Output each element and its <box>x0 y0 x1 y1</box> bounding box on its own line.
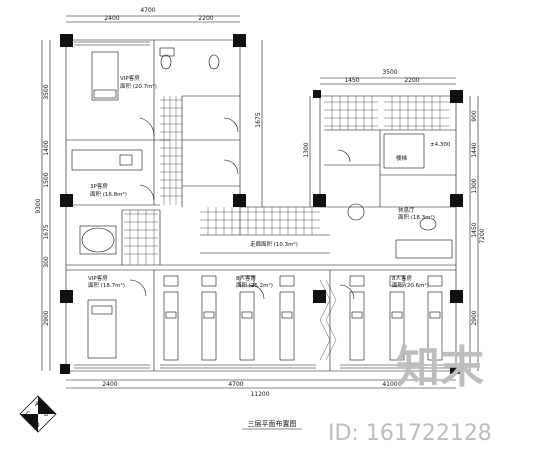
bed <box>389 291 405 361</box>
bed <box>87 299 117 359</box>
column <box>313 90 321 98</box>
tile-pattern <box>124 96 450 361</box>
dim-top-right-a: 1450 <box>344 77 359 84</box>
dim-left-0: 3500 <box>43 84 50 99</box>
dim-mid-1: 1300 <box>303 142 310 157</box>
bathtub <box>81 227 115 253</box>
door-swing <box>139 184 155 201</box>
watermark-logo: 知末 <box>396 342 484 393</box>
dim-right-total: 7200 <box>479 228 486 243</box>
door-swing <box>223 159 239 175</box>
watermark-id: ID: 161722128 <box>328 421 492 446</box>
compass-letter-d: D <box>35 422 40 429</box>
dim-bottom-a: 2400 <box>102 381 117 388</box>
room-label-3p: 3P客房 <box>90 182 108 190</box>
column <box>313 194 326 207</box>
bed <box>91 51 119 101</box>
column <box>233 194 246 207</box>
column <box>450 290 463 303</box>
dim-right-4: 2900 <box>471 310 478 325</box>
dim-top-left: 2400 <box>104 15 119 22</box>
door-swing <box>223 117 239 133</box>
dim-left-3: 1675 <box>43 224 50 239</box>
dim-right-2: 1300 <box>471 178 478 193</box>
toilet <box>160 54 172 70</box>
door-swing <box>139 117 155 137</box>
dim-left-1: 1400 <box>43 140 50 155</box>
door-swing <box>337 149 351 163</box>
drawing-title: 三层平面布置图 <box>248 419 297 428</box>
dim-top-right-total: 3500 <box>382 69 397 76</box>
column <box>60 290 73 303</box>
room-area-dorm-right: 面积 (20.6m²) <box>392 282 429 289</box>
dim-right-0: 900 <box>471 110 478 122</box>
column <box>233 34 246 47</box>
column <box>450 90 463 103</box>
bed <box>201 291 217 361</box>
stair <box>383 133 425 169</box>
level-mark: ±4.300 <box>430 142 451 148</box>
bed <box>427 291 443 361</box>
dim-left-5: 2900 <box>43 310 50 325</box>
door-swing <box>249 284 265 300</box>
room-area-vip-top: 面积 (20.7m²) <box>120 83 157 90</box>
stair-label: 楼梯 <box>396 154 408 162</box>
column <box>60 34 73 47</box>
compass-letter-b: B <box>44 411 48 418</box>
column <box>450 194 463 207</box>
room-label-vip-bottom: VIP客房 <box>88 274 108 282</box>
bed <box>163 291 179 361</box>
dim-right-3: 1450 <box>471 222 478 237</box>
dim-bottom-c: 4100 <box>382 381 397 388</box>
column <box>313 290 326 303</box>
bed <box>239 291 255 361</box>
door-swing <box>129 279 147 297</box>
toilet <box>208 54 220 70</box>
dim-top-total: 4700 <box>140 7 155 14</box>
room-area-lounge: 面积 (18.3m²) <box>398 214 435 221</box>
column <box>60 194 73 207</box>
compass-icon: A B C D <box>19 395 57 433</box>
dim-top-right-b: 2200 <box>404 77 419 84</box>
compass-letter-c: C <box>26 411 30 418</box>
room-label-dorm-right: 8人客房 <box>392 274 412 282</box>
bed <box>71 149 143 171</box>
dim-left-total: 9300 <box>35 198 42 213</box>
column <box>450 364 460 374</box>
dim-mid-0: 1675 <box>255 112 262 127</box>
dim-right-1: 1440 <box>471 142 478 157</box>
compass-letter-a: A <box>35 401 40 408</box>
dim-left-4: 300 <box>43 256 50 268</box>
door-swing <box>339 284 355 300</box>
watermark: 知末 ID: 161722128 <box>328 342 492 446</box>
bed <box>349 291 365 361</box>
room-label-dorm-mid: 8人客房 <box>236 274 256 282</box>
room-area-3p: 面积 (16.8m²) <box>90 191 127 198</box>
columns <box>60 34 463 374</box>
room-label-vip-top: VIP客房 <box>120 74 140 82</box>
column <box>60 364 70 374</box>
dim-left-2: 1500 <box>43 172 50 187</box>
sofa <box>395 239 453 259</box>
room-label-lounge: 休息厅 <box>398 206 415 214</box>
room-area-vip-bottom: 面积 (18.7m²) <box>88 282 125 289</box>
room-corridor-area: 走廊面积 (10.3m²) <box>250 240 298 248</box>
room-area-dorm-mid: 面积 (25.2m²) <box>236 282 273 289</box>
dim-bottom-b: 4700 <box>228 381 243 388</box>
bed <box>279 291 295 361</box>
dim-top-right: 2200 <box>198 15 213 22</box>
dim-bottom-total: 11200 <box>250 391 269 398</box>
